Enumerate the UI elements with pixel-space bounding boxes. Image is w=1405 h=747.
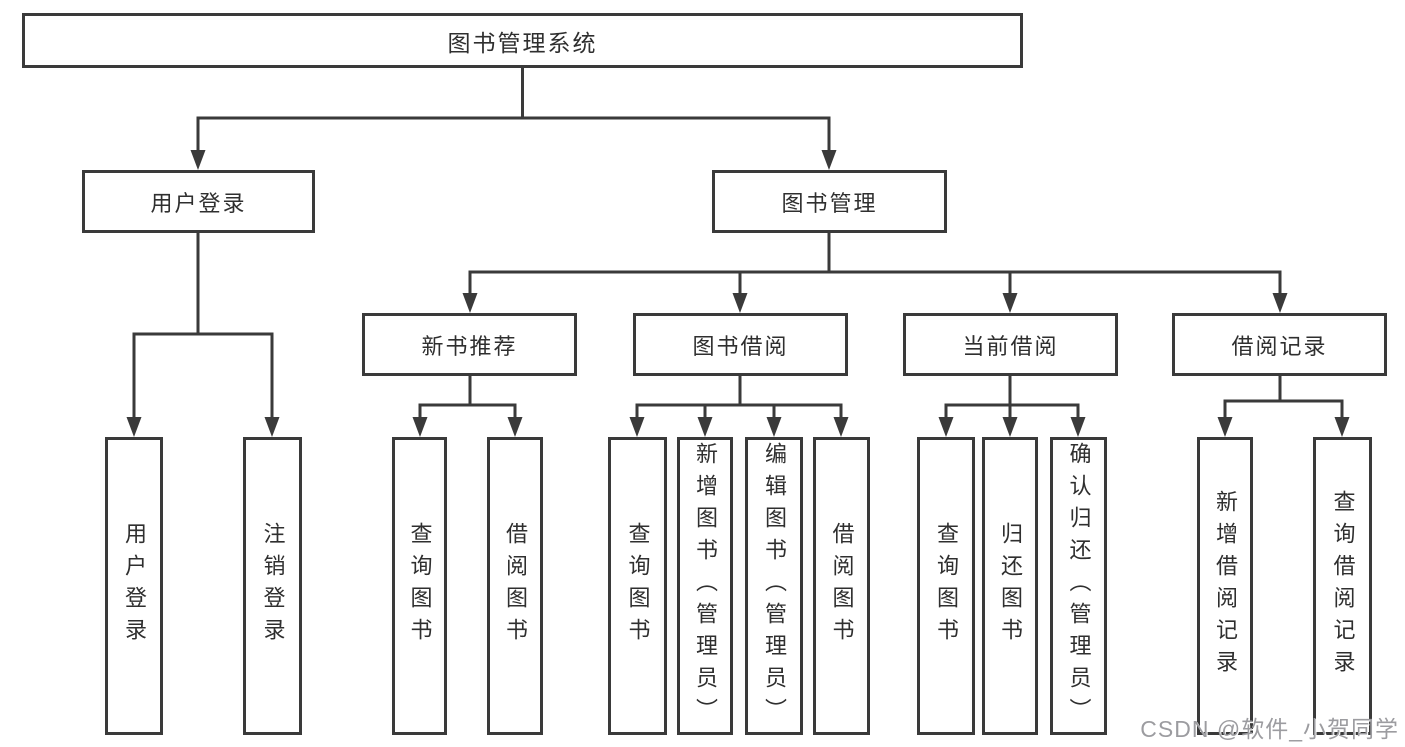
node-borrow-records-label: 借阅记录 (1231, 333, 1328, 359)
leaf-logout-label: 注销登录 (260, 522, 286, 650)
leaf-current-query-books-label: 查询图书 (934, 522, 959, 650)
leaf-recommend-borrow-books-label: 借阅图书 (503, 522, 528, 650)
leaf-current-query-books: 查询图书 (917, 437, 975, 735)
node-user-login: 用户登录 (82, 170, 315, 233)
node-user-login-label: 用户登录 (150, 190, 247, 216)
leaf-add-borrow-record-label: 新增借阅记录 (1213, 490, 1238, 682)
leaf-user-login: 用户登录 (105, 437, 163, 735)
connector-records-to-leaves (1223, 376, 1344, 420)
node-book-borrow: 图书借阅 (633, 313, 848, 376)
leaf-add-books-admin: 新增图书（管理员） (677, 437, 733, 735)
connector-root-to-level2 (196, 67, 831, 152)
leaf-borrow-books-label: 借阅图书 (829, 522, 855, 650)
leaf-return-books: 归还图书 (982, 437, 1038, 735)
leaf-confirm-return-admin: 确认归还（管理员） (1050, 437, 1107, 735)
connector-user-login-to-leaves (132, 233, 274, 420)
node-book-management: 图书管理 (712, 170, 947, 233)
leaf-return-books-label: 归还图书 (998, 522, 1023, 650)
node-book-management-label: 图书管理 (781, 190, 878, 216)
leaf-edit-books-admin: 编辑图书（管理员） (745, 437, 803, 735)
leaf-query-borrow-record: 查询借阅记录 (1313, 437, 1372, 735)
node-borrow-records: 借阅记录 (1172, 313, 1387, 376)
node-current-borrow-label: 当前借阅 (962, 333, 1059, 359)
leaf-add-books-admin-label: 新增图书（管理员） (693, 442, 718, 730)
leaf-user-login-label: 用户登录 (122, 522, 147, 650)
connector-borrow-to-leaves (635, 376, 843, 420)
csdn-watermark: CSDN @软件_小贺同学 (1140, 716, 1399, 742)
node-new-book-recommend: 新书推荐 (362, 313, 577, 376)
node-root-system-label: 图书管理系统 (447, 29, 598, 56)
leaf-logout: 注销登录 (243, 437, 302, 735)
leaf-recommend-query-books: 查询图书 (392, 437, 447, 735)
leaf-edit-books-admin-label: 编辑图书（管理员） (762, 442, 787, 730)
leaf-borrow-query-books: 查询图书 (608, 437, 667, 735)
connector-new-book-to-leaves (418, 376, 517, 420)
leaf-recommend-query-books-label: 查询图书 (407, 522, 433, 650)
leaf-borrow-query-books-label: 查询图书 (625, 522, 651, 650)
node-root-system: 图书管理系统 (22, 13, 1023, 68)
leaf-add-borrow-record: 新增借阅记录 (1197, 437, 1253, 735)
leaf-query-borrow-record-label: 查询借阅记录 (1330, 490, 1356, 682)
node-new-book-recommend-label: 新书推荐 (421, 333, 518, 359)
connector-current-to-leaves (944, 376, 1080, 420)
node-current-borrow: 当前借阅 (903, 313, 1118, 376)
leaf-confirm-return-admin-label: 确认归还（管理员） (1066, 442, 1092, 730)
leaf-borrow-books: 借阅图书 (813, 437, 870, 735)
leaf-recommend-borrow-books: 借阅图书 (487, 437, 543, 735)
connector-book-mgmt-to-level3 (468, 232, 1282, 296)
node-book-borrow-label: 图书借阅 (692, 333, 789, 359)
